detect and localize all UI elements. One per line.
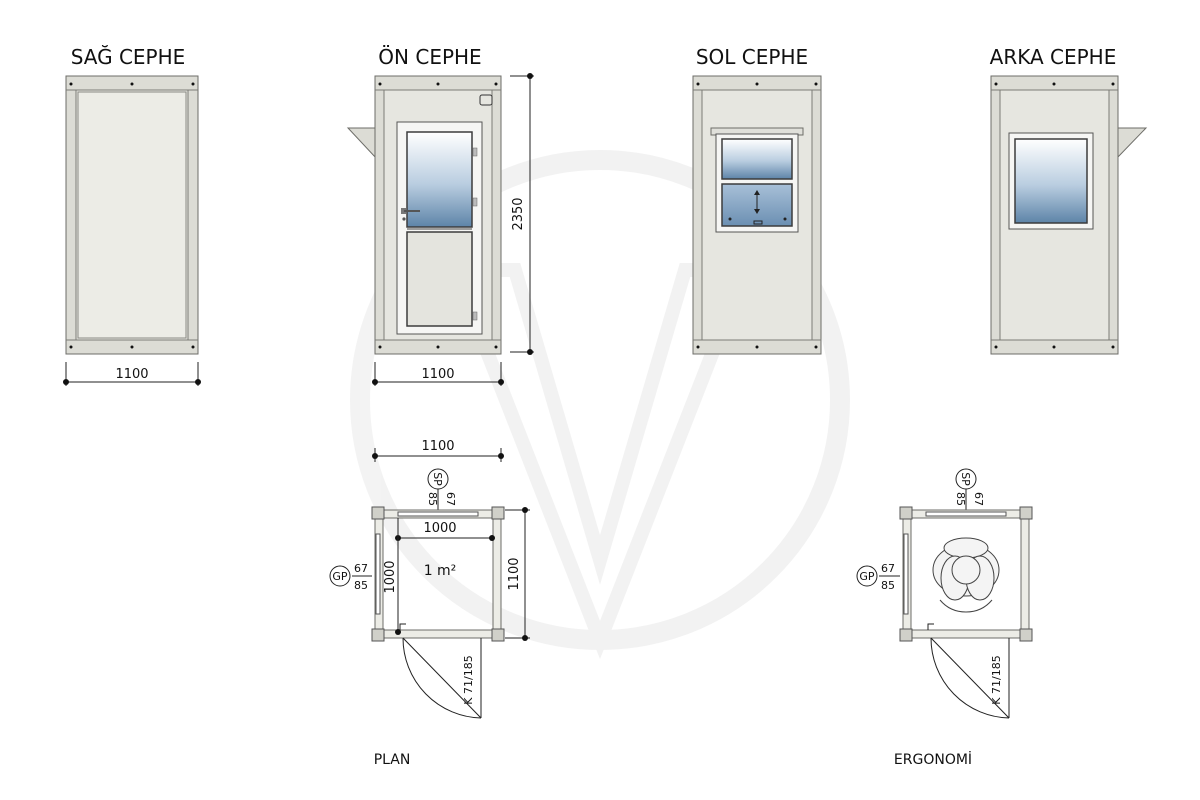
- ergo-gp-bottom: 85: [881, 579, 895, 592]
- watermark-logo: [350, 150, 850, 660]
- ergo-door-label: K 71/185: [990, 655, 1003, 704]
- ergonomics-caption: ERGONOMİ: [894, 750, 972, 768]
- right-elevation: SAĞ CEPHE 1100: [63, 45, 201, 386]
- left-elevation-title: SOL CEPHE: [696, 45, 808, 69]
- back-elevation: ARKA CEPHE: [990, 45, 1148, 355]
- plan-outer-depth: 1100: [507, 557, 522, 590]
- back-elevation-title: ARKA CEPHE: [990, 45, 1117, 69]
- plan-outer-width: 1100: [421, 439, 454, 454]
- plan-gp-bottom: 85: [354, 579, 368, 592]
- plan-sp-top: 67: [444, 492, 457, 506]
- plan-sp-tag: SP: [431, 472, 444, 486]
- plan-door-label: K 71/185: [462, 655, 475, 704]
- plan-area: 1 m²: [424, 563, 457, 579]
- plan-inner-width: 1000: [423, 521, 456, 536]
- front-width-dimension: 1100: [421, 367, 454, 382]
- front-height-dimension: 2350: [511, 197, 526, 230]
- ergo-gp-tag: GP: [859, 570, 875, 583]
- plan-caption: PLAN: [374, 752, 411, 768]
- plan-gp-tag: GP: [332, 570, 348, 583]
- floor-plan: 1100 SP 67 85 1000 1000 1 m² 1100: [329, 439, 530, 768]
- person-icon: [932, 537, 1000, 613]
- plan-sp-bottom: 85: [426, 492, 439, 506]
- right-elevation-title: SAĞ CEPHE: [71, 45, 186, 69]
- plan-inner-depth: 1000: [383, 560, 398, 593]
- ergo-sp-top: 67: [972, 492, 985, 506]
- ergonomics-plan: SP 67 85 GP 67 85 K 71/185: [856, 468, 1033, 768]
- ergo-sp-tag: SP: [959, 472, 972, 486]
- plan-gp-top: 67: [354, 562, 368, 575]
- front-elevation: ÖN CEPHE 2350 1100: [346, 45, 534, 386]
- ergo-sp-bottom: 85: [954, 492, 967, 506]
- right-width-dimension: 1100: [115, 367, 148, 382]
- front-elevation-title: ÖN CEPHE: [378, 45, 481, 69]
- left-elevation: SOL CEPHE: [692, 45, 822, 355]
- ergo-gp-top: 67: [881, 562, 895, 575]
